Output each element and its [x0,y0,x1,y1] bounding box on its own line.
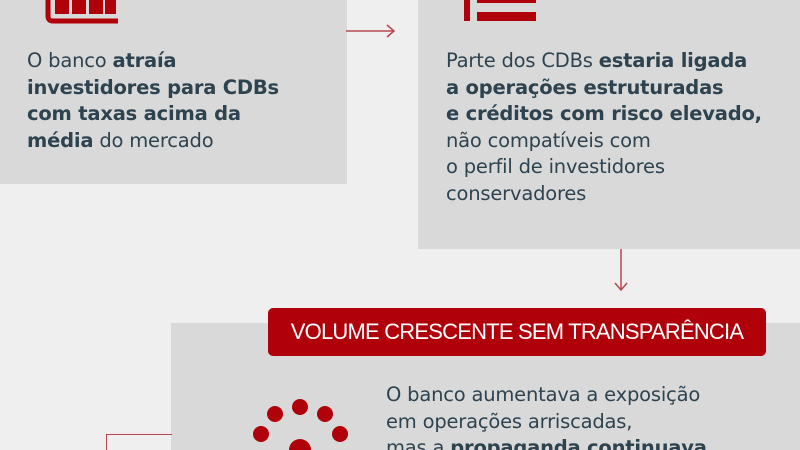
arrow-right-icon [346,24,396,38]
regular-text: o perfil de investidores [446,155,665,178]
step3-text: O banco aumentava a exposição em operaçõe… [386,382,707,450]
arrow-down-icon [614,249,628,292]
text-line: O banco aumentava a exposição [386,382,707,409]
bold-text: estaria ligada [598,49,748,72]
bar-chart-icon [45,0,118,24]
regular-text: mas a [386,436,451,450]
text-line: o perfil de investidores [446,154,762,181]
bold-text: e créditos com risco elevado, [446,102,762,125]
bold-text: a operações estruturadas [446,75,724,99]
regular-text: em operações arriscadas, [386,409,633,433]
list-icon [464,0,536,21]
bold-text: com taxas acima da [27,102,241,125]
regular-text: O banco [27,49,113,72]
regular-text: conservadores [446,181,587,205]
regular-text: Parte dos CDBs [446,49,599,72]
loading-dots-icon [253,399,348,450]
text-line: com taxas acima da [27,101,279,128]
text-line: não compatíveis com [446,128,762,155]
text-line: conservadores [446,181,762,208]
regular-text: não compatíveis com [446,128,651,152]
bold-text: atraía [112,49,177,72]
text-line: média do mercado [27,128,279,155]
step1-card [0,0,347,184]
step2-card [418,0,800,249]
text-line: mas a propaganda continuava [386,435,707,450]
regular-text: O banco aumentava a exposição [386,383,701,406]
text-line: investidores para CDBs [27,75,279,102]
text-line: e créditos com risco elevado, [446,101,762,128]
text-line: em operações arriscadas, [386,409,707,436]
connector-line [106,434,172,450]
regular-text: do mercado [93,128,214,152]
bold-text: média [27,128,94,152]
text-line: a operações estruturadas [446,75,762,102]
bold-text: investidores para CDBs [27,75,279,99]
step3-label: VOLUME CRESCENTE SEM TRANSPARÊNCIA [268,308,766,356]
text-line: Parte dos CDBs estaria ligada [446,48,762,75]
bold-text: propaganda continuava [450,436,707,450]
text-line: O banco atraía [27,48,279,75]
